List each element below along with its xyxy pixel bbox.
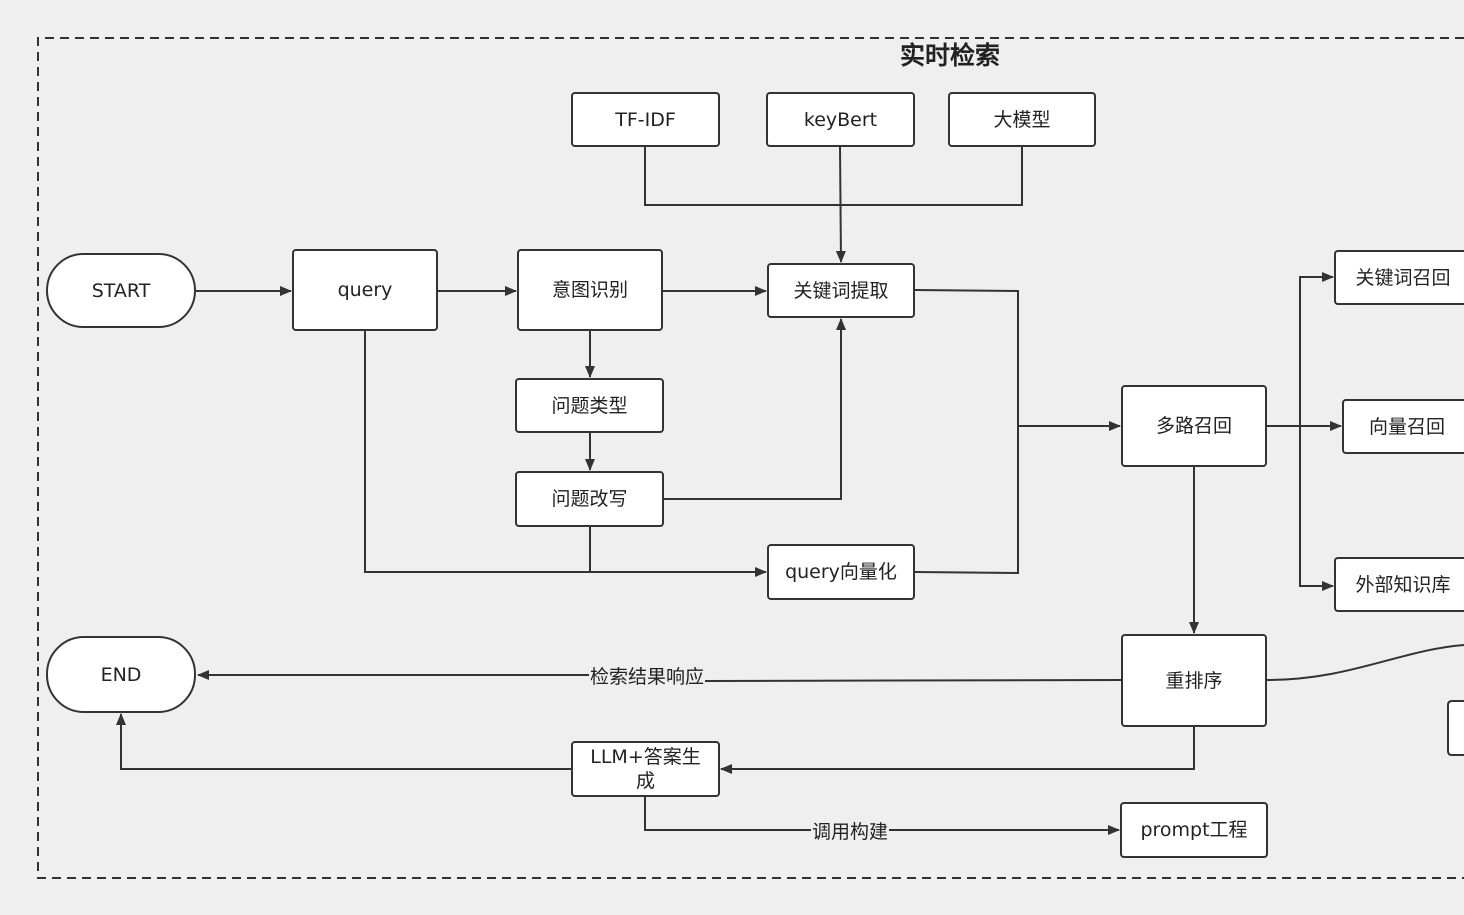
edge-label-build: 调用构建 — [811, 820, 890, 844]
edge-rewrite-keyword — [664, 318, 846, 500]
group-title: 实时检索 — [899, 41, 1000, 70]
node-multi-recall-label: 多路召回 — [1155, 415, 1232, 437]
node-start-label: START — [91, 279, 151, 302]
edge-keyword-multi — [914, 289, 1121, 431]
edge-multi-external — [1299, 426, 1334, 591]
node-intent[interactable]: 意图识别 — [517, 249, 663, 331]
node-question-rewrite-label: 问题改写 — [551, 488, 628, 510]
node-rerank-label: 重排序 — [1165, 669, 1223, 692]
node-vector-recall[interactable]: 向量召回 — [1342, 399, 1464, 454]
node-end[interactable]: END — [46, 636, 196, 713]
node-keyword-extract[interactable]: 关键词提取 — [767, 263, 915, 318]
node-end-label: END — [100, 663, 142, 686]
edge-vector-multi — [914, 426, 1019, 575]
node-tfidf-label: TF-IDF — [615, 108, 676, 131]
node-tfidf[interactable]: TF-IDF — [571, 92, 720, 147]
group-border — [37, 37, 1464, 879]
node-external-kb[interactable]: 外部知识库 — [1334, 557, 1464, 612]
node-query-label: query — [337, 279, 393, 301]
node-question-type[interactable]: 问题类型 — [515, 378, 664, 433]
edge-query-vector — [364, 331, 767, 577]
node-keybert[interactable]: keyBert — [766, 92, 915, 147]
node-vector-recall-label: 向量召回 — [1368, 415, 1445, 438]
edge-keybert-keyword — [835, 146, 846, 263]
node-keyword-extract-label: 关键词提取 — [793, 279, 889, 302]
offscreen-node — [1447, 700, 1464, 756]
node-query[interactable]: query — [292, 249, 438, 331]
node-prompt[interactable]: prompt工程 — [1120, 802, 1268, 858]
node-llm-model-label: 大模型 — [993, 108, 1051, 131]
edge-rerank-offscreen — [1266, 644, 1464, 681]
edge-rerank-llm — [720, 727, 1195, 774]
edge-llm-end — [116, 713, 571, 770]
node-rerank[interactable]: 重排序 — [1121, 634, 1267, 727]
edge-llm-prompt — [644, 797, 1120, 835]
edge-label-result: 检索结果响应 — [589, 665, 706, 689]
node-keybert-label: keyBert — [803, 108, 878, 131]
edge-multi-krecall — [1267, 272, 1334, 427]
node-intent-label: 意图识别 — [551, 279, 628, 301]
node-multi-recall[interactable]: 多路召回 — [1121, 385, 1267, 467]
edge-tfidf-keyword — [644, 147, 840, 206]
node-question-rewrite[interactable]: 问题改写 — [515, 471, 664, 527]
node-llm-answer-label: LLM+答案生成 — [590, 746, 701, 792]
node-query-vector-label: query向量化 — [785, 561, 897, 583]
node-start[interactable]: START — [46, 253, 196, 328]
node-keyword-recall-label: 关键词召回 — [1355, 266, 1451, 289]
node-external-kb-label: 外部知识库 — [1355, 573, 1451, 596]
node-query-vector[interactable]: query向量化 — [767, 544, 915, 600]
node-prompt-label: prompt工程 — [1140, 819, 1248, 841]
node-keyword-recall[interactable]: 关键词召回 — [1334, 250, 1464, 305]
node-llm-model[interactable]: 大模型 — [948, 92, 1096, 147]
node-llm-answer[interactable]: LLM+答案生成 — [571, 741, 720, 797]
edge-llm-keyword — [840, 147, 1023, 206]
node-question-type-label: 问题类型 — [551, 394, 628, 417]
